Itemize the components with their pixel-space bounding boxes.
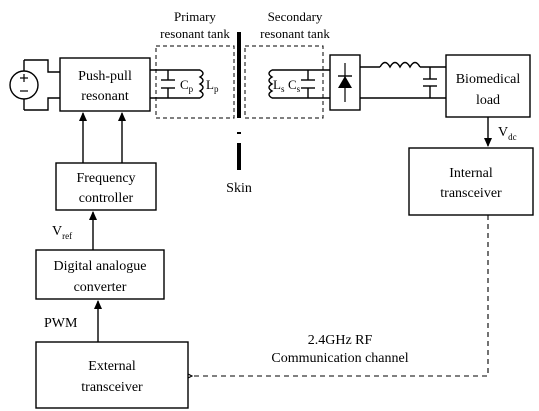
rf-label-line1: 2.4GHz RF — [308, 333, 373, 348]
biomedical-load-label-line2: load — [476, 93, 500, 108]
primary-tank-label-line2: resonant tank — [160, 26, 230, 41]
vdc-label: Vdc — [498, 125, 517, 142]
external-transceiver-block — [35, 341, 189, 409]
lp-label: Lp — [206, 77, 219, 94]
internal-transceiver-label-line1: Internal — [449, 166, 493, 181]
push-pull-resonant-block — [59, 57, 151, 112]
biomedical-load-block — [445, 54, 531, 118]
dac-label-line1: Digital analogue — [54, 259, 147, 274]
dac-block — [35, 249, 165, 300]
frequency-controller-block — [55, 162, 157, 211]
dac-label-line2: converter — [74, 280, 127, 295]
inductor-ls-icon — [268, 69, 274, 99]
rf-label-line2: Communication channel — [271, 351, 408, 366]
cs-label: Cs — [288, 77, 301, 94]
secondary-resonant-tank: Secondary resonant tank Ls Cs — [244, 9, 330, 119]
skin-barrier: Skin — [226, 32, 252, 196]
biomedical-load-label-line1: Biomedical — [456, 72, 521, 87]
filter-inductor-icon — [379, 61, 421, 69]
filter-capacitor-icon — [423, 67, 437, 98]
internal-transceiver-label-line2: transceiver — [440, 186, 502, 201]
external-transceiver-label-line2: transceiver — [81, 380, 143, 395]
pwm-label: PWM — [44, 316, 78, 331]
secondary-tank-label-line2: resonant tank — [260, 26, 330, 41]
inductor-lp-icon — [198, 69, 204, 99]
cp-label: Cp — [180, 77, 194, 94]
rectifier-icon — [329, 54, 361, 111]
primary-tank-label-line1: Primary — [174, 9, 216, 24]
push-pull-label-line1: Push-pull — [78, 69, 132, 84]
external-transceiver-label-line1: External — [88, 359, 136, 374]
push-pull-label-line2: resonant — [81, 89, 129, 104]
internal-transceiver-block — [408, 147, 534, 216]
frequency-controller-label-line1: Frequency — [76, 171, 135, 186]
secondary-tank-label-line1: Secondary — [268, 9, 323, 24]
dc-source-icon — [9, 59, 60, 111]
ls-label: Ls — [273, 77, 285, 94]
skin-label: Skin — [226, 181, 252, 196]
primary-resonant-tank: Primary resonant tank Cp Lp — [155, 9, 235, 119]
vref-label: Vref — [52, 224, 72, 241]
frequency-controller-label-line2: controller — [79, 191, 134, 206]
